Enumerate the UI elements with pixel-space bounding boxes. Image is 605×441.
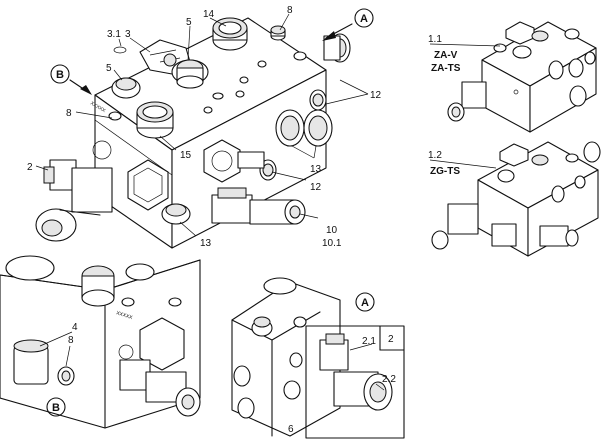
cartridge-14	[212, 17, 248, 51]
callout-12-lower: 12	[310, 182, 322, 193]
variant-label-1-2: 1.2	[428, 150, 442, 161]
variant-block-zg	[431, 141, 601, 257]
main-valve-block: XXXXX	[35, 17, 351, 249]
variant-block-za	[447, 21, 597, 133]
right-port-12a	[309, 89, 327, 111]
hex-plug-left-face	[127, 159, 169, 211]
callout-8-top: 8	[287, 5, 293, 16]
callout-8-left: 8	[66, 108, 72, 119]
callout-5-left: 5	[106, 63, 112, 74]
callout-10-1: 10.1	[322, 238, 342, 249]
cartridge-15	[136, 101, 174, 139]
detail-a-inset-box	[305, 325, 405, 439]
variant-code-za-ts: ZA-TS	[431, 63, 461, 74]
variant-label-1-1: 1.1	[428, 34, 442, 45]
solenoid-valve-10	[211, 187, 306, 225]
plug-8-left	[108, 111, 122, 121]
callout-6: 6	[288, 424, 294, 435]
callout-2-1: 2.1	[362, 336, 376, 347]
view-label-b-bottom: B	[52, 402, 60, 414]
callout-12-right: 12	[370, 90, 382, 101]
callout-3-1: 3.1	[107, 29, 121, 40]
solenoid-valve-2	[35, 140, 113, 242]
view-arrow-a-top: A	[322, 8, 374, 41]
callout-13-right: 13	[310, 164, 322, 175]
pressure-valve-5-left	[111, 77, 141, 99]
callout-2-inset: 2	[388, 334, 394, 345]
right-port-13-pair	[275, 109, 333, 147]
view-label-a-top: A	[360, 13, 368, 25]
detail-view-a	[231, 277, 341, 437]
detail-view-b: XXXXX	[0, 255, 201, 429]
view-marker-b-bottom	[46, 397, 66, 417]
callout-14: 14	[203, 9, 215, 20]
plug-13-bottom	[161, 203, 191, 225]
callout-2-2: 2.2	[382, 374, 396, 385]
small-plugs-top	[203, 51, 307, 114]
main-leader-lines	[35, 13, 369, 237]
view-label-b-top: B	[56, 69, 64, 81]
callout-3: 3	[125, 29, 131, 40]
callout-13-bottom: 13	[200, 238, 212, 249]
pressure-valve-5-top	[171, 59, 209, 89]
callout-2: 2	[27, 162, 33, 173]
plug-8-top	[270, 25, 286, 41]
callout-8-detail: 8	[68, 335, 74, 346]
callout-5-top: 5	[186, 17, 192, 28]
view-label-a-bottom: A	[361, 297, 369, 309]
hex-valve-center	[203, 139, 265, 183]
callout-15: 15	[180, 150, 192, 161]
variant-code-zg-ts: ZG-TS	[430, 166, 460, 177]
view-marker-a-bottom	[355, 292, 375, 312]
serial-number-detail: XXXXX	[115, 310, 133, 321]
variant-code-za-v: ZA-V	[434, 50, 458, 61]
callout-10: 10	[326, 225, 338, 236]
right-port-upper	[323, 33, 351, 63]
view-arrow-b-top: B	[50, 64, 92, 95]
callout-4: 4	[72, 322, 78, 333]
